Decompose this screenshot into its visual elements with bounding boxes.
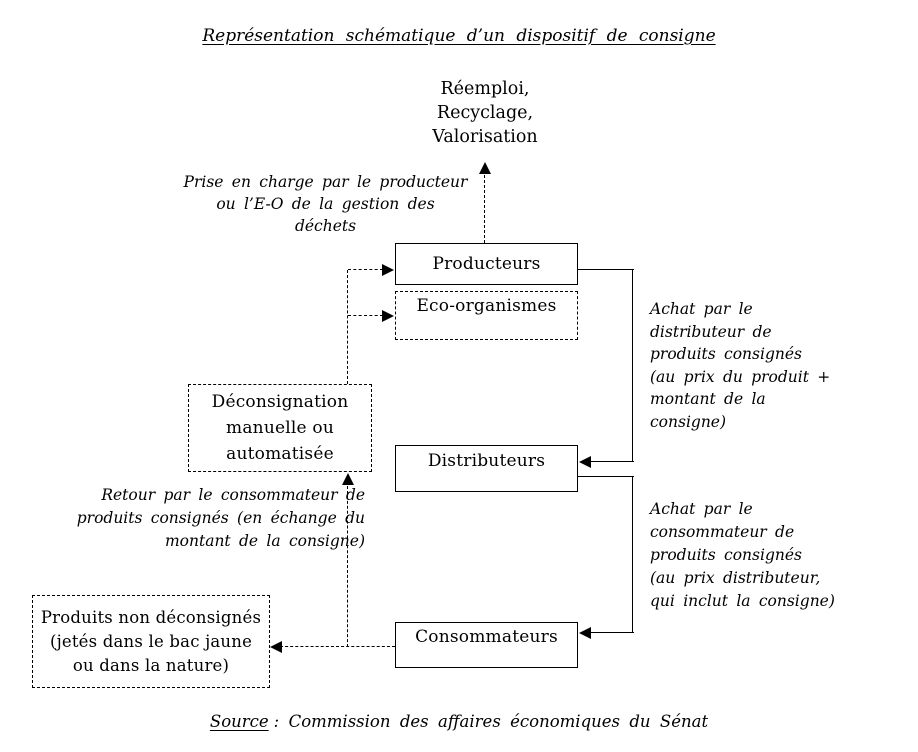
valorisation-line: Recyclage,	[436, 103, 534, 123]
dashed-line-deconsignation-up	[347, 270, 348, 384]
valorisation-line: Valorisation	[432, 127, 538, 147]
annotation-prise-en-charge: Prise en charge par le producteur ou l’E…	[183, 171, 468, 237]
deconsignation-line: automatisée	[226, 444, 334, 464]
source-text: : Commission des affaires économiques du…	[273, 712, 709, 731]
distributeurs-label: Distributeurs	[427, 451, 546, 471]
arrow-up-valorisation-icon	[479, 162, 491, 174]
arrow-up-deconsignation-icon	[342, 473, 354, 485]
produits-line: ou dans la nature)	[72, 655, 230, 675]
dashed-line-to-producteurs	[348, 269, 383, 270]
consommateurs-box: Consommateurs	[395, 622, 578, 668]
arrow-right-eco-organismes-icon	[382, 310, 394, 322]
arrow-left-produits-icon	[270, 641, 282, 653]
deconsignation-line: Déconsignation	[211, 392, 349, 412]
distributeurs-box: Distributeurs	[395, 445, 578, 492]
valorisation-text: Réemploi, Recyclage, Valorisation	[385, 77, 585, 149]
dashed-line-consommateurs-to-produits	[280, 646, 395, 647]
annotation-achat-consommateur: Achat par le consommateur de produits co…	[650, 498, 840, 613]
solid-line-producteurs-right	[578, 269, 634, 270]
annotation-line: Achat par le	[650, 300, 753, 318]
annotation-achat-distributeur: Achat par le distributeur de produits co…	[650, 298, 835, 433]
annotation-line: qui inclut la consigne)	[650, 592, 835, 610]
eco-organismes-box: Eco-organismes	[395, 291, 578, 340]
source-label: Source	[209, 712, 269, 731]
solid-line-into-distributeurs	[590, 461, 634, 462]
arrow-right-producteurs-icon	[382, 264, 394, 276]
annotation-line: Retour par le consommateur de	[101, 486, 365, 504]
annotation-line: (au prix distributeur,	[650, 569, 821, 587]
solid-line-producteurs-down	[632, 269, 633, 462]
annotation-line: distributeur de	[650, 322, 772, 341]
diagram-title-text: Représentation schématique d’un disposit…	[202, 26, 716, 46]
annotation-line: Prise en charge par le producteur	[183, 173, 468, 191]
consommateurs-label: Consommateurs	[415, 627, 558, 647]
annotation-retour-consommateur: Retour par le consommateur de produits c…	[55, 484, 365, 553]
annotation-line: produits consignés	[650, 546, 802, 564]
annotation-line: produits consignés	[650, 345, 802, 363]
source-caption: Source: Commission des affaires économiq…	[0, 712, 918, 731]
arrow-left-consommateurs-icon	[579, 627, 591, 639]
annotation-line: (au prix du produit +	[650, 367, 831, 386]
eco-organismes-label: Eco-organismes	[416, 296, 557, 316]
dashed-line-producteurs-to-valorisation	[484, 175, 485, 243]
solid-line-into-consommateurs	[590, 632, 634, 633]
solid-line-distributeurs-down	[632, 476, 633, 633]
producteurs-label: Producteurs	[432, 254, 541, 274]
produits-line: (jetés dans le bac jaune	[49, 631, 253, 651]
annotation-line: montant de la	[650, 390, 766, 408]
annotation-line: consommateur de	[650, 523, 795, 541]
deconsignation-line: manuelle ou	[226, 418, 334, 438]
annotation-line: produits consignés (en échange du	[76, 509, 365, 527]
annotation-line: montant de la consigne)	[164, 532, 365, 550]
diagram-title: Représentation schématique d’un disposit…	[0, 26, 918, 46]
produits-line: Produits non déconsignés	[40, 607, 262, 627]
dashed-line-consommateurs-to-deconsignation	[347, 486, 348, 647]
produits-non-deconsignes-box: Produits non déconsignés (jetés dans le …	[32, 595, 270, 688]
solid-line-distributeurs-right	[578, 476, 634, 477]
producteurs-box: Producteurs	[395, 243, 578, 285]
arrow-left-distributeurs-icon	[579, 456, 591, 468]
annotation-line: consigne)	[650, 412, 727, 431]
annotation-line: ou l’E-O de la gestion des déchets	[216, 195, 435, 235]
deconsignation-box: Déconsignation manuelle ou automatisée	[188, 384, 372, 472]
valorisation-line: Réemploi,	[440, 79, 530, 99]
annotation-line: Achat par le	[650, 500, 753, 518]
dashed-line-to-eco-organismes	[348, 315, 383, 316]
